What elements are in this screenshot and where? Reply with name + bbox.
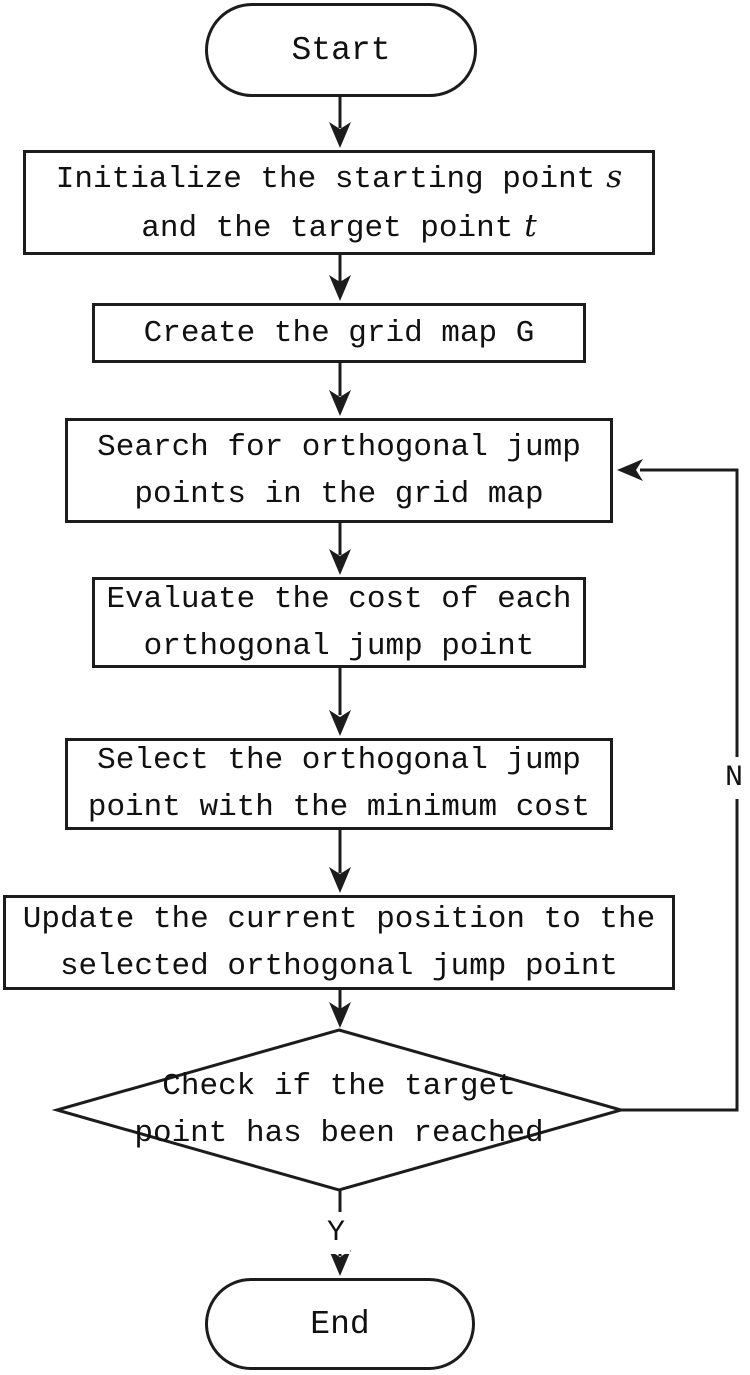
arrowhead-end (329, 1250, 351, 1276)
init-label-line1: Initialize the starting point s (56, 154, 622, 203)
start-node: Start (205, 3, 477, 97)
select-label: Select the orthogonal jump point with th… (87, 743, 591, 825)
init-line1-var: s (606, 158, 623, 195)
init-line2-var: t (524, 207, 537, 244)
arrowhead-search (329, 390, 351, 416)
init-line2-text: and the target point (141, 210, 514, 246)
create-grid-node: Create the grid map G (92, 303, 586, 363)
y-edge-label: Y (322, 1212, 351, 1254)
create-grid-label: Create the grid map G (143, 315, 535, 351)
end-node: End (205, 1278, 475, 1370)
init-line1-text: Initialize the starting point (55, 161, 596, 197)
decision-diamond (51, 1028, 627, 1192)
update-node: Update the current position to the selec… (3, 895, 675, 990)
select-node: Select the orthogonal jump point with th… (65, 738, 613, 830)
arrowhead-loop-into-search (617, 459, 643, 481)
init-label-line2: and the target point t (141, 203, 537, 252)
search-node: Search for orthogonal jump points in the… (65, 418, 613, 523)
arrowhead-init (329, 122, 351, 148)
arrowhead-select (329, 710, 351, 736)
update-label: Update the current position to the selec… (22, 901, 656, 984)
decision-node: Check if the target point has been reach… (57, 1063, 621, 1157)
arrowhead-evaluate (329, 549, 351, 575)
evaluate-label: Evaluate the cost of each orthogonal jum… (106, 581, 572, 664)
search-label: Search for orthogonal jump points in the… (97, 429, 581, 512)
start-label: Start (291, 31, 391, 69)
arrowhead-create (329, 275, 351, 301)
n-edge-label: N (720, 757, 749, 799)
arrowhead-update (329, 867, 351, 893)
evaluate-node: Evaluate the cost of each orthogonal jum… (92, 577, 586, 668)
decision-label: Check if the target point has been reach… (134, 1069, 544, 1151)
arrowhead-check (329, 1002, 351, 1028)
end-label: End (310, 1305, 370, 1343)
init-node: Initialize the starting point s and the … (23, 150, 655, 255)
